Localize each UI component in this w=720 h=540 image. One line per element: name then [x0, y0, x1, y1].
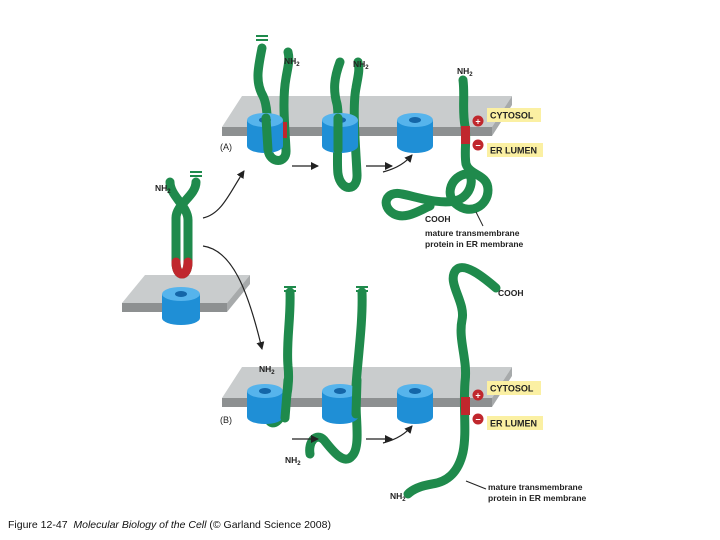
- er-lumen-tag-a: [487, 143, 543, 157]
- translocon-a3: [397, 113, 433, 153]
- cytosol-label-a: CYTOSOL: [490, 111, 534, 121]
- nh2-label-b1: NH2: [259, 364, 275, 376]
- nh2-label-b2: NH2: [285, 455, 301, 467]
- protein-chain-front: [351, 375, 362, 419]
- panel-label-b: (B): [220, 415, 232, 425]
- protein-chain-front: [280, 375, 293, 423]
- cytosol-tag-b: [487, 381, 541, 395]
- nh2-label-a1: NH2: [284, 56, 300, 68]
- cooh-label-a: COOH: [425, 214, 451, 224]
- er-lumen-label-b: ER LUMEN: [490, 419, 537, 429]
- translocon-start: [162, 287, 200, 325]
- mature-note-b-line1: mature transmembrane: [488, 482, 583, 492]
- figure-caption: Figure 12-47 Molecular Biology of the Ce…: [8, 519, 331, 531]
- charge-marker-b: [461, 397, 470, 415]
- er-lumen-label-a: ER LUMEN: [490, 146, 537, 156]
- protein-chain-front: [261, 113, 273, 155]
- leader-line-b: [465, 480, 487, 490]
- mature-note-a-line2: protein in ER membrane: [425, 239, 524, 249]
- signal-anchor-tip: [171, 257, 193, 279]
- arrow-to-panel-b: [202, 245, 265, 350]
- caption-suffix: (© Garland Science 2008): [209, 519, 331, 531]
- translocon-b2: [322, 384, 358, 424]
- mature-note-b-line2: protein in ER membrane: [488, 493, 587, 503]
- nh2-label-b3: NH2: [390, 491, 406, 503]
- arrow-to-panel-a: [202, 170, 245, 219]
- release-arrow-b: [382, 425, 413, 444]
- plus-sign-b: [472, 389, 484, 401]
- plus-sign-a: [472, 115, 484, 127]
- caption-prefix: Figure 12-47: [8, 519, 68, 531]
- minus-sign-a: [472, 139, 484, 151]
- nh2-label-a3: NH2: [457, 66, 473, 78]
- minus-sign-b: [472, 413, 484, 425]
- panel-label-a: (A): [220, 142, 232, 152]
- nh2-label-start: NH2: [155, 183, 171, 195]
- release-arrow-a: [382, 154, 413, 173]
- er-lumen-tag-b: [487, 416, 543, 430]
- protein-chain-a1: [253, 43, 294, 165]
- mature-note-a-line1: mature transmembrane: [425, 228, 520, 238]
- plus-label-b: +: [475, 391, 480, 401]
- cytosol-tag-a: [487, 108, 541, 122]
- charge-marker-a: [461, 126, 470, 144]
- translocon-b3: [397, 384, 433, 424]
- cooh-label-b: COOH: [498, 288, 524, 298]
- protein-chain-b3: [403, 263, 501, 499]
- minus-label-b: −: [475, 415, 480, 425]
- translocon-b1: [247, 384, 287, 424]
- leader-line-a: [475, 211, 484, 227]
- nh2-label-a2: NH2: [353, 59, 369, 71]
- minus-label-a: −: [475, 141, 480, 151]
- plus-label-a: +: [475, 117, 480, 127]
- caption-title: Molecular Biology of the Cell: [73, 519, 207, 531]
- protein-chain-a2: [330, 57, 364, 192]
- protein-chain-a3: [381, 75, 493, 221]
- cytosol-label-b: CYTOSOL: [490, 384, 534, 394]
